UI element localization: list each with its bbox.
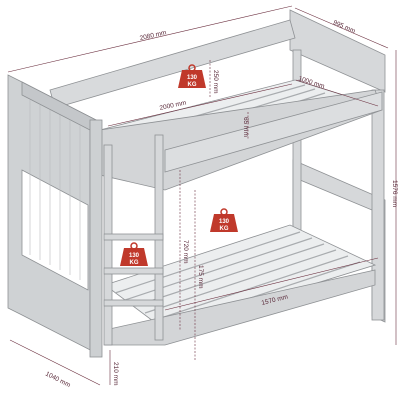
upper-load-value: 130 xyxy=(187,75,198,81)
upper-load-unit: KG xyxy=(188,82,197,88)
overall-height-label: 1576 mm xyxy=(391,180,398,207)
dimension-lines xyxy=(7,5,397,386)
mid-clearance-label: 720 mm xyxy=(182,240,189,263)
lower-load-unit: KG xyxy=(220,226,229,232)
lower-load-badge: 130 KG xyxy=(210,208,238,232)
footprint-depth-label: 1040 mm xyxy=(44,371,71,390)
lower-guard-height-label: 175 mm xyxy=(197,265,204,288)
floor-clearance-label: 210 mm xyxy=(112,362,119,385)
ladder-load-value: 130 xyxy=(129,253,140,259)
ladder xyxy=(103,134,164,346)
upper-guard-height-label: 250 mm xyxy=(212,70,219,93)
ladder-load-unit: KG xyxy=(130,260,139,266)
overall-length-label: 2080 mm xyxy=(139,29,167,42)
right-end-frame xyxy=(289,9,386,323)
guard-gap-label: 65 mm xyxy=(242,117,249,137)
lower-bed xyxy=(104,224,377,346)
upper-load-badge: 130 KG xyxy=(178,64,206,88)
upper-bed xyxy=(49,19,383,191)
left-end-frame xyxy=(7,74,103,358)
lower-load-value: 130 xyxy=(219,219,230,225)
ladder-load-badge: 130 KG xyxy=(120,242,148,266)
